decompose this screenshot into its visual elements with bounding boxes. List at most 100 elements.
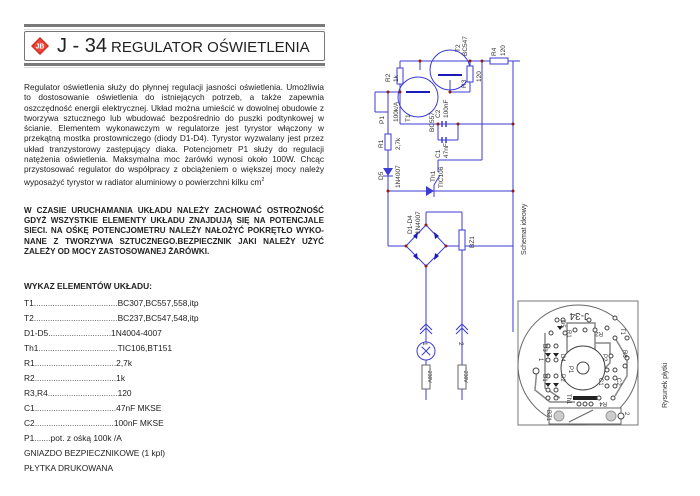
part-dots: .................................... — [33, 298, 118, 308]
label-p1-value: 100k/A — [393, 101, 400, 122]
label-th1: Th1 — [430, 170, 437, 182]
description: Regulator oświetlenia służy do płynnej r… — [24, 82, 324, 187]
part-dots: ................................... — [34, 358, 117, 368]
th1-gate — [433, 174, 441, 186]
label-d1-d4-type: 1N4007 — [415, 211, 422, 234]
label-c2-value: 100nF — [443, 100, 450, 118]
label-terminal-2: 2 — [457, 342, 464, 346]
pcb-pad — [553, 395, 559, 401]
pcb-label-d5: D5 — [559, 320, 565, 328]
parts-list: T1....................................BC… — [24, 296, 199, 476]
title-code: J - 34 — [57, 35, 108, 57]
part-value: TIC106,BT151 — [117, 343, 173, 353]
pcb-label-r3: R3 — [621, 350, 627, 358]
part-ref: T1 — [24, 298, 34, 308]
part-ref: T2 — [24, 313, 34, 323]
part-dots: .................................. — [34, 418, 114, 428]
pcb-pad — [622, 363, 628, 369]
jb-logo-icon: JB — [31, 37, 49, 55]
label-r3: R3 — [461, 79, 468, 88]
label-r4-value: 120 — [500, 45, 507, 56]
pcb-pad — [612, 335, 618, 341]
capacitor-symbols — [441, 121, 447, 143]
pcb-label-bz1: BZ1 — [545, 410, 551, 422]
label-c2: C2 — [435, 109, 442, 118]
part-value: BC307,BC557,558,itp — [117, 298, 199, 308]
d5-diode-symbol — [383, 168, 393, 176]
label-r2-value: 1k — [393, 74, 400, 82]
pcb-pad — [545, 395, 551, 401]
pcb-pad — [545, 343, 551, 349]
pcb-pad — [592, 327, 598, 333]
schematic-labels: R2 1k T1 BC557 T2 BC547 R3 120 R4 120 P1… — [378, 36, 528, 384]
part-value: 120 — [117, 388, 132, 398]
pcb-label-d2: D2 — [559, 374, 565, 382]
label-p1: P1 — [379, 116, 386, 124]
part-ref: D1-D5 — [24, 328, 49, 338]
pcb-fuse-line — [568, 409, 594, 423]
pcb-label-r4: R4 — [599, 400, 607, 406]
part-ref: C1 — [24, 403, 35, 413]
parts-list-item: T1....................................BC… — [24, 296, 199, 311]
label-mains-2: ~230V — [462, 368, 468, 383]
part-value: pot. z ośką 100k /A — [50, 433, 122, 443]
description-text: Regulator oświetlenia służy do płynnej r… — [24, 82, 324, 187]
label-d5: D5 — [378, 171, 385, 180]
pcb-label-th1: Th1 — [565, 394, 571, 405]
pcb-label-t2: P2 — [601, 354, 607, 362]
pcb-pad — [596, 395, 602, 401]
pcb-pad — [553, 343, 559, 349]
parts-list-item: GNIAZDO BEZPIECZNIKOWE (1 kpl) — [24, 446, 199, 461]
t1-transistor-symbol — [397, 76, 439, 118]
parts-list-item: R2...................................1k — [24, 371, 199, 386]
mains-terminal-1 — [421, 364, 431, 390]
pcb-label-terminal-1: 1 — [537, 358, 543, 362]
label-r2: R2 — [385, 73, 392, 82]
part-ref: R3,R4 — [24, 388, 48, 398]
header-rule-bottom-shadow — [24, 67, 325, 68]
pcb-pad — [545, 387, 551, 393]
title-main: REGULATOR OŚWIETLENIA — [111, 39, 310, 56]
parts-list-item: R3,R4..............................120 — [24, 386, 199, 401]
mains-terminal-2 — [457, 364, 467, 390]
pcb-label-d4: D4 — [559, 354, 565, 362]
transistor-bases — [406, 74, 462, 93]
pcb-pad — [604, 383, 610, 389]
pcb-pad — [548, 330, 554, 336]
pcb-pad — [582, 327, 588, 333]
pcb-label-d3: D3 — [541, 344, 547, 352]
parts-list-item: T2....................................BC… — [24, 311, 199, 326]
pcb-pad — [612, 383, 618, 389]
label-t1-type: BC557 — [429, 112, 436, 132]
pcb-pad — [553, 357, 559, 363]
label-t1: T1 — [405, 114, 412, 122]
pcb-pad — [604, 367, 610, 373]
pcb-pad — [576, 401, 582, 407]
part-ref: Th1 — [24, 343, 39, 353]
label-t2-type: BC547 — [462, 36, 469, 56]
part-dots: .............................. — [47, 388, 118, 398]
schematic-diagram: R2 1k T1 BC557 T2 BC547 R3 120 R4 120 P1… — [374, 36, 528, 400]
pcb-pad — [612, 315, 618, 321]
pcb-pad — [560, 317, 566, 323]
parts-list-item: R1...................................2,7… — [24, 356, 199, 371]
pcb-pad — [572, 327, 578, 333]
part-dots: .................................... — [33, 313, 118, 323]
connector-chevrons — [419, 323, 469, 335]
pcb-pad — [562, 330, 568, 336]
parts-list-item: D1-D5...........................1N4004-4… — [24, 326, 199, 341]
part-ref: R1 — [24, 358, 35, 368]
part-ref: C2 — [24, 418, 35, 428]
pcb-labels: J-34 D5 R1 R2 T1 D3 D4 D1 D2 P1 P2 R3 C1… — [537, 310, 669, 422]
pcb-pad — [545, 373, 551, 379]
pcb-potentiometer-shaft — [576, 361, 590, 375]
pcb-pad — [604, 325, 610, 331]
pcb-pad — [554, 317, 560, 323]
header-rule-top-shadow — [24, 29, 325, 30]
part-value: 100nF MKSE — [113, 418, 164, 428]
parts-list-item: PŁYTKA DRUKOWANA — [24, 461, 199, 476]
part-value: 1k — [116, 373, 126, 383]
header-rule-bottom — [24, 63, 325, 66]
label-r1: R1 — [378, 139, 385, 148]
